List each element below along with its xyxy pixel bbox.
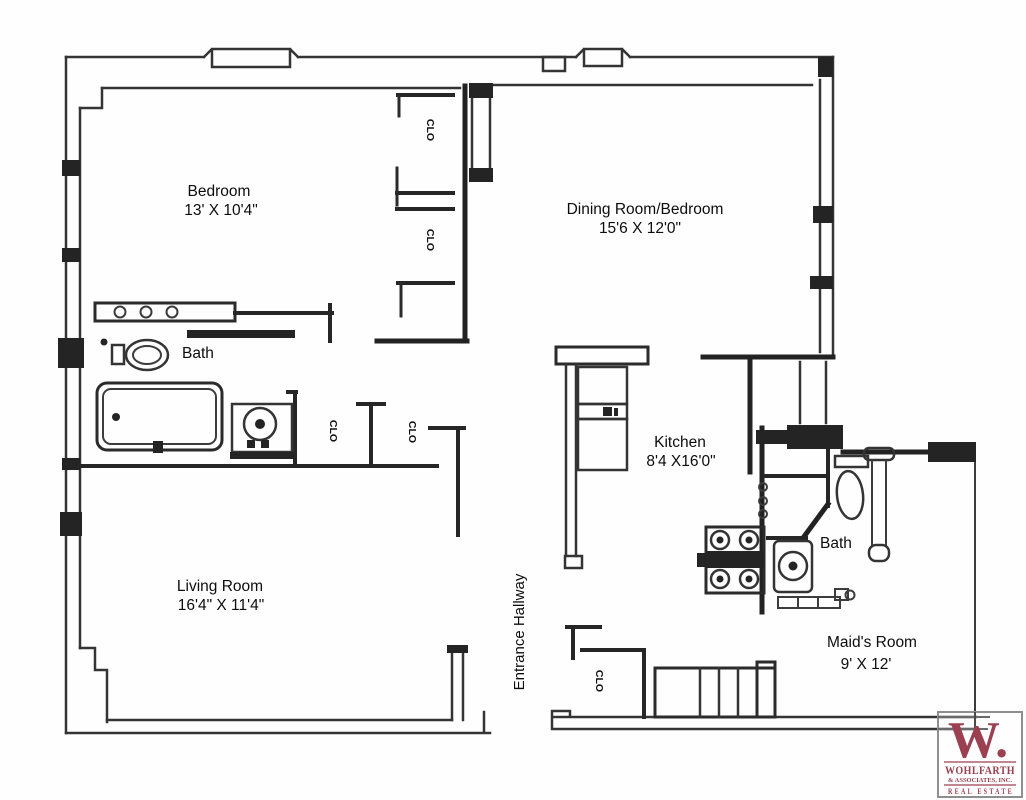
shelf-unit-icon — [653, 660, 777, 719]
exterior-walls — [58, 47, 980, 735]
closet-label-maids: CLO — [593, 670, 605, 692]
entrance-hallway-label: Entrance Hallway — [511, 573, 528, 690]
closet-label-bedroom-2: CLO — [424, 229, 436, 251]
wall-hooks-icon — [758, 482, 768, 519]
bathtub-icon — [95, 381, 224, 453]
logo-tagline-text: REAL ESTATE — [948, 787, 1014, 796]
pedestal-sink-icon — [862, 446, 896, 563]
interior-walls — [78, 83, 976, 722]
kitchen-dims: 8'4 X16'0" — [646, 453, 715, 470]
radiator-icon — [777, 588, 856, 609]
kitchen-sink-icon — [772, 539, 814, 594]
bath-right-label: Bath — [820, 535, 852, 552]
refrigerator-counter-icon — [554, 345, 650, 570]
kitchen-label: Kitchen 8'4 X16'0" — [646, 434, 715, 470]
maids-name: Maid's Room — [827, 634, 917, 651]
toilet-icon — [100, 338, 170, 372]
logo-border — [937, 711, 1023, 798]
living-dims: 16'4" X 11'4" — [178, 597, 264, 614]
toilet-right-icon — [833, 454, 870, 521]
closet-label-hall-1: CLO — [327, 420, 339, 442]
logo-subtitle-text: & ASSOCIATES, INC. — [948, 777, 1012, 784]
maids-dims: 9' X 12' — [841, 656, 892, 673]
bathroom-sink-icon — [230, 402, 294, 459]
dining-room-label: Dining Room/Bedroom 15'6 X 12'0" — [567, 201, 724, 237]
kitchen-name: Kitchen — [654, 434, 706, 451]
closet-label-hall-2: CLO — [406, 421, 418, 443]
bedroom-label: Bedroom 13' X 10'4" — [184, 183, 257, 219]
dining-name: Dining Room/Bedroom — [567, 201, 724, 218]
living-name: Living Room — [177, 578, 263, 595]
logo-monogram: W. — [948, 712, 1008, 769]
living-room-label: Living Room 16'4" X 11'4" — [177, 578, 264, 614]
stove-icon — [697, 525, 766, 595]
dining-dims: 15'6 X 12'0" — [599, 220, 681, 237]
closet-label-bedroom-1: CLO — [424, 119, 436, 141]
towel-hooks-icon — [113, 305, 179, 319]
wohlfarth-logo: W. WOHLFARTH & ASSOCIATES, INC. REAL EST… — [937, 711, 1023, 798]
bath-upper-label: Bath — [182, 345, 214, 362]
bedroom-name: Bedroom — [188, 183, 251, 200]
logo-name-text: WOHLFARTH — [945, 763, 1015, 777]
maids-room-label: Maid's Room 9' X 12' — [827, 634, 917, 673]
bedroom-dims: 13' X 10'4" — [184, 202, 257, 219]
